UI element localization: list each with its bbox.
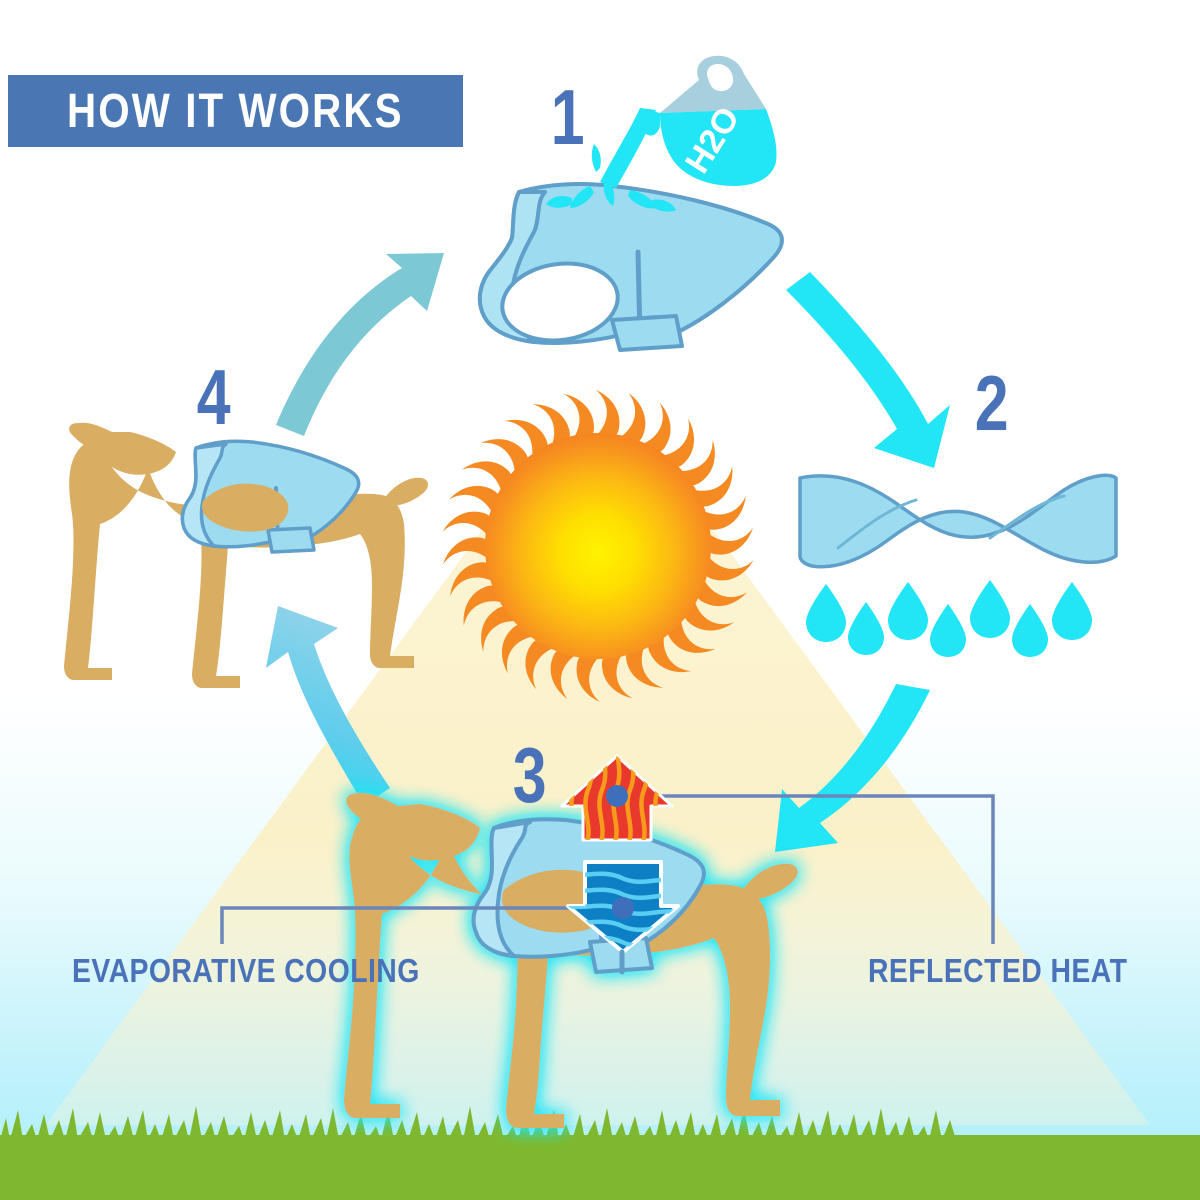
droplet bbox=[930, 604, 966, 657]
droplet bbox=[848, 602, 884, 655]
callout-connectors bbox=[220, 794, 995, 944]
sun-rays bbox=[442, 390, 754, 702]
reflected-heat-arrow-icon bbox=[560, 754, 674, 842]
water-droplets bbox=[806, 580, 1092, 657]
jug-spout bbox=[638, 108, 660, 136]
sun-icon bbox=[442, 390, 754, 702]
grass-strip bbox=[0, 1106, 1200, 1200]
vest-bottom-flap bbox=[610, 314, 684, 352]
reflected-heat-connector-dot bbox=[606, 785, 628, 807]
page-title: HOW IT WORKS bbox=[67, 84, 404, 138]
step2-twisted-fabric bbox=[798, 473, 1118, 657]
reflected-heat-label: REFLECTED HEAT bbox=[868, 952, 1128, 989]
step-number-3: 3 bbox=[512, 731, 547, 819]
water-splash bbox=[546, 144, 676, 212]
evaporative-cooling-label: EVAPORATIVE COOLING bbox=[72, 952, 420, 989]
dog-body bbox=[344, 797, 780, 1128]
flow-arrow-1-to-2 bbox=[786, 272, 950, 468]
jug-handle-hole bbox=[707, 64, 734, 92]
sun-core bbox=[485, 433, 711, 659]
step-number-2: 2 bbox=[974, 359, 1009, 447]
dog-tail bbox=[386, 477, 428, 506]
flow-arrow-3-to-4 bbox=[266, 606, 390, 805]
vest-leg-opening bbox=[500, 261, 620, 343]
step-number-1: 1 bbox=[550, 73, 585, 161]
dog-head bbox=[71, 422, 176, 475]
vest-collar bbox=[477, 190, 547, 344]
droplet bbox=[1052, 582, 1092, 640]
light-cone-wedge bbox=[46, 372, 1150, 1125]
dog-vest-leg-opening bbox=[202, 483, 289, 532]
reflected-heat-connector bbox=[617, 794, 995, 944]
how-it-works-banner: HOW IT WORKS bbox=[8, 75, 463, 147]
step1-vest-and-jug: H2O bbox=[477, 55, 784, 352]
flow-arrow-4-to-1 bbox=[276, 253, 444, 436]
dog-tail bbox=[744, 863, 798, 900]
jug-body bbox=[660, 109, 777, 186]
dog-body bbox=[64, 423, 414, 688]
dog-vest-flap bbox=[266, 526, 316, 554]
fabric-twist-line-left bbox=[836, 498, 918, 550]
droplet bbox=[806, 584, 846, 642]
twisted-fabric-icon bbox=[798, 473, 1118, 569]
dog-vest-collar bbox=[471, 820, 532, 958]
dog-vest-collar bbox=[180, 442, 228, 548]
evaporative-cooling-connector-dot bbox=[612, 897, 634, 919]
step-number-4: 4 bbox=[196, 353, 231, 441]
flow-arrow-2-to-3 bbox=[775, 684, 930, 852]
step4-dog-with-vest bbox=[64, 422, 428, 688]
droplet bbox=[970, 580, 1010, 638]
fabric-twist-line-right bbox=[988, 494, 1066, 540]
droplet bbox=[1012, 604, 1048, 657]
dog-head bbox=[346, 792, 480, 861]
droplet bbox=[888, 582, 928, 640]
evaporative-cooling-connector bbox=[220, 906, 623, 944]
